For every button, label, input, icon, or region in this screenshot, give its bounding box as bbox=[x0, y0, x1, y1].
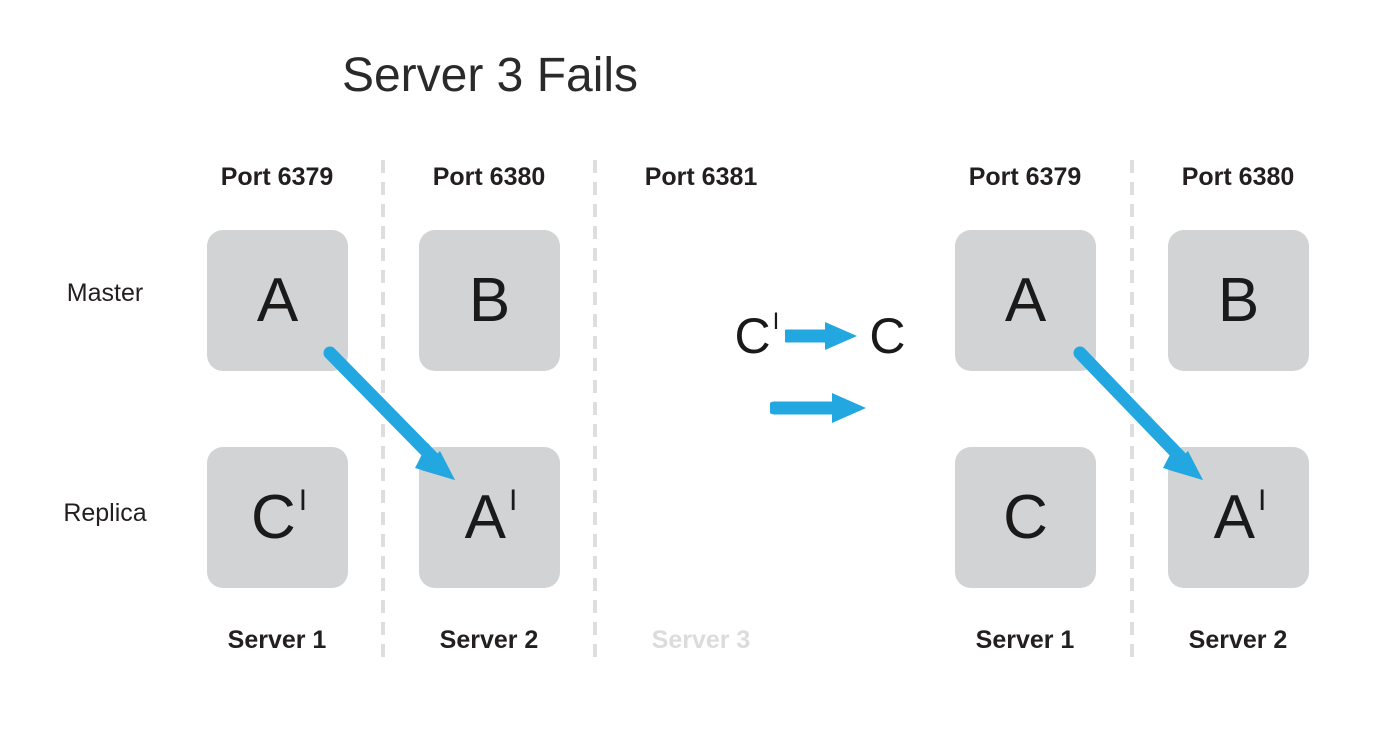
legend-to-label: C bbox=[869, 308, 906, 364]
server-label-right-2: Server 2 bbox=[1188, 626, 1288, 654]
legend-row-promotion: CI C bbox=[700, 306, 940, 366]
port-label-left-1: Port 6379 bbox=[220, 163, 334, 191]
legend-row-transition bbox=[700, 378, 940, 438]
node-glyph: A bbox=[256, 265, 299, 335]
node-left-s1-master[interactable]: A bbox=[207, 230, 348, 371]
node-right-s1-master[interactable]: A bbox=[955, 230, 1096, 371]
transition-legend: CI C bbox=[700, 300, 940, 440]
port-label-right-1: Port 6379 bbox=[968, 163, 1082, 191]
page-title: Server 3 Fails bbox=[341, 49, 639, 102]
node-glyph: A bbox=[1004, 265, 1047, 335]
port-label-right-2: Port 6380 bbox=[1181, 163, 1295, 191]
divider-left-2 bbox=[593, 160, 597, 660]
transition-arrow-icon bbox=[770, 393, 866, 423]
server-label-left-3: Server 3 bbox=[651, 626, 751, 654]
node-left-s2-master[interactable]: B bbox=[419, 230, 560, 371]
divider-left-1 bbox=[381, 160, 385, 660]
node-right-s2-master[interactable]: B bbox=[1168, 230, 1309, 371]
legend-from-label: CI bbox=[734, 308, 780, 364]
server-label-left-2: Server 2 bbox=[439, 626, 539, 654]
port-label-left-3: Port 6381 bbox=[644, 163, 758, 191]
node-glyph: B bbox=[1217, 265, 1260, 335]
row-label-replica: Replica bbox=[63, 499, 147, 527]
node-right-s1-replica[interactable]: C bbox=[955, 447, 1096, 588]
node-glyph: C bbox=[1003, 482, 1048, 552]
row-label-master: Master bbox=[66, 279, 144, 307]
port-label-left-2: Port 6380 bbox=[432, 163, 546, 191]
divider-right-1 bbox=[1130, 160, 1134, 660]
server-label-right-1: Server 1 bbox=[975, 626, 1075, 654]
server-label-left-1: Server 1 bbox=[227, 626, 327, 654]
promotion-arrow-icon bbox=[785, 322, 858, 350]
node-glyph: B bbox=[468, 265, 511, 335]
